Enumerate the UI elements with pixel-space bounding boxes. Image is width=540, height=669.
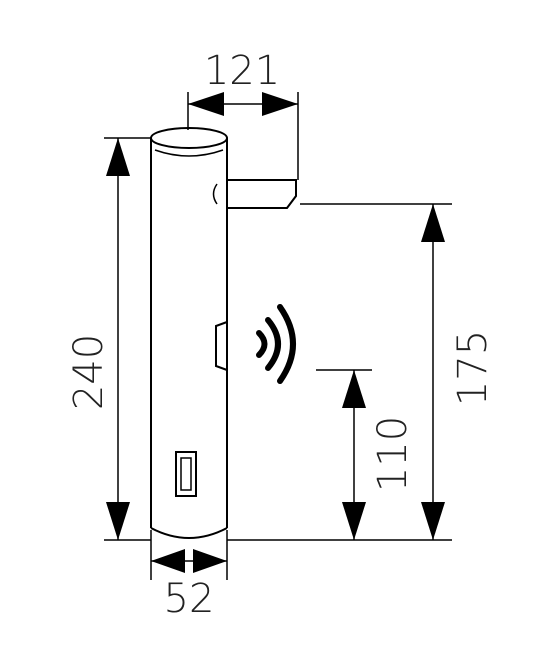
dimension-label-110: 110 <box>370 416 416 492</box>
dimension-label-240: 240 <box>66 334 112 410</box>
side-button <box>215 321 228 371</box>
dimension-label-121: 121 <box>204 48 280 94</box>
dimension-total-height: 240 <box>66 137 151 541</box>
dimension-body-diameter: 52 <box>150 530 228 622</box>
sensor-waves-icon <box>256 304 296 384</box>
dimension-label-175: 175 <box>450 330 496 406</box>
dimension-spout-height: 175 <box>227 203 496 541</box>
dimension-sensor-height: 110 <box>316 369 416 540</box>
faucet-spout <box>212 179 297 209</box>
dimension-label-52: 52 <box>164 576 215 622</box>
dimension-spout-reach: 121 <box>187 48 299 180</box>
sensor-window <box>175 451 197 497</box>
